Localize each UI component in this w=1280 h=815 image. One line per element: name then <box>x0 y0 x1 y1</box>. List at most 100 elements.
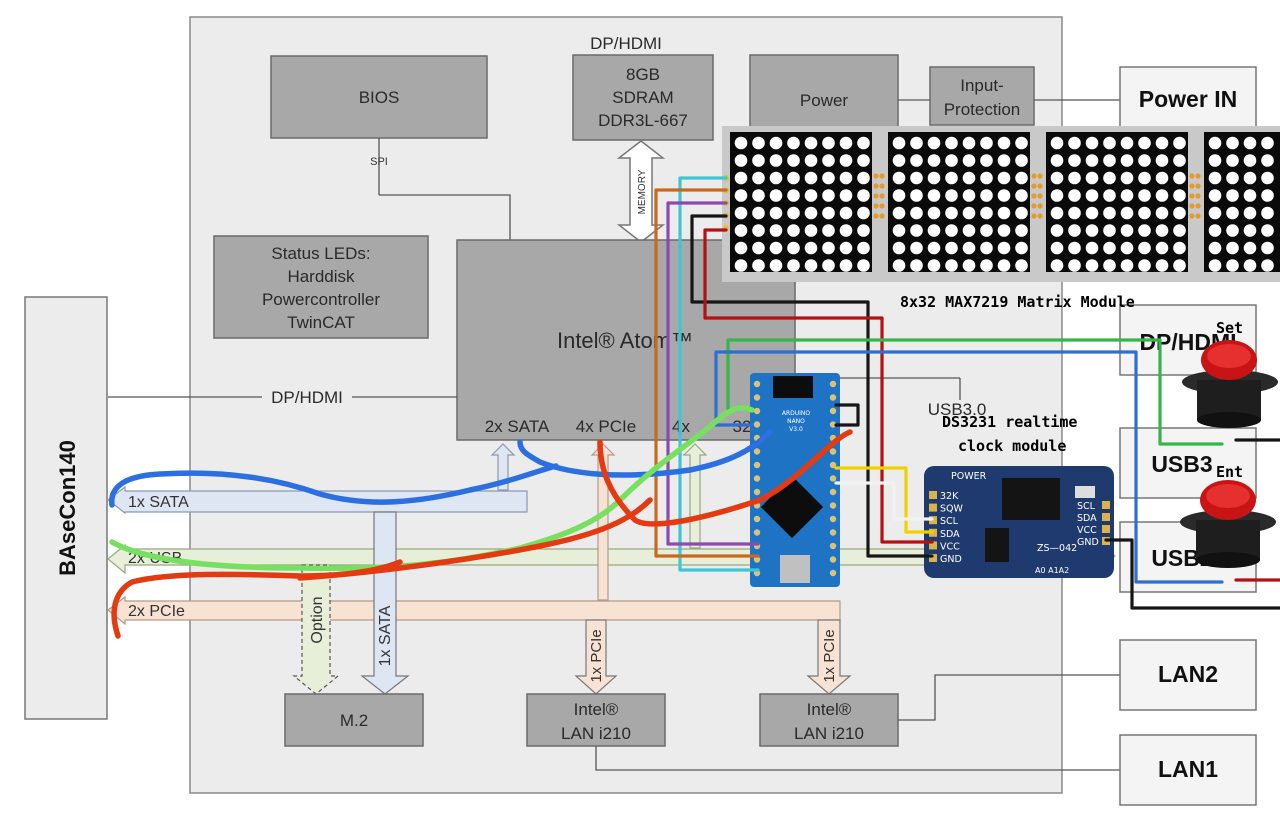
matrix-pin <box>873 193 879 199</box>
matrix-wires <box>654 176 934 572</box>
memory-label: MEMORY <box>637 169 648 214</box>
nano-pin <box>829 502 837 509</box>
led-dot <box>1226 259 1239 272</box>
matrix-annotation: 8x32 MAX7219 Matrix Module <box>900 293 1135 311</box>
led-dot <box>927 241 941 255</box>
rtc-addr-label: A0 A1A2 <box>1035 566 1069 575</box>
rtc-pin-label: SCL <box>1077 501 1096 512</box>
matrix-pin <box>1031 173 1037 179</box>
led-dot <box>857 241 870 255</box>
led-dot <box>927 206 941 220</box>
led-dot <box>839 154 853 167</box>
led-dot <box>1155 171 1169 185</box>
led-dot <box>787 206 800 220</box>
wire-blue-ent <box>714 350 1224 584</box>
led-dot <box>962 241 976 255</box>
wire-yellow <box>834 466 934 534</box>
led-dot <box>1261 206 1274 220</box>
led-dot <box>980 136 993 150</box>
led-dot <box>1226 241 1239 255</box>
rtc-pin <box>929 503 937 512</box>
rtc-annotation-1: DS3231 realtime <box>942 413 1077 431</box>
led-dot <box>769 224 783 237</box>
led-dot <box>1085 171 1099 185</box>
led-dot <box>1068 189 1081 202</box>
matrix-pin <box>1031 213 1037 219</box>
matrix-pin <box>879 173 885 179</box>
matrix-pin <box>1037 173 1043 179</box>
led-dot <box>980 189 993 202</box>
nano-pin <box>753 475 761 482</box>
led-dot <box>804 241 818 255</box>
bios-block <box>270 55 488 139</box>
wire-purple <box>666 201 760 546</box>
led-dot <box>1120 259 1134 272</box>
matrix-pin <box>873 213 879 219</box>
led-dot <box>927 154 941 167</box>
rtc-pin <box>929 554 937 562</box>
led-dot <box>1068 171 1081 185</box>
led-dot <box>892 171 906 185</box>
hand-stroke-red <box>111 429 853 639</box>
set-button[interactable] <box>1182 340 1278 428</box>
nano-pin <box>829 475 837 482</box>
led-dot <box>734 189 748 202</box>
nano-pin <box>829 448 837 455</box>
lan1-label: LAN1 <box>1158 756 1218 782</box>
led-dot <box>1120 171 1134 185</box>
ram-block <box>572 54 714 141</box>
led-dot <box>980 224 993 237</box>
led-dot <box>997 259 1011 272</box>
led-dot <box>1138 259 1151 272</box>
rtc-power-label: POWER <box>951 471 987 482</box>
sata-vertical-label: 1x SATA <box>377 605 394 666</box>
nano-pin <box>829 394 837 401</box>
rtc-pin-label: VCC <box>940 541 960 552</box>
led-dot <box>857 154 870 167</box>
power-block <box>749 54 899 141</box>
led-dot <box>980 206 993 220</box>
led-dot <box>927 136 941 150</box>
ent-button[interactable] <box>1180 480 1276 568</box>
nano-pin <box>829 542 837 550</box>
ent-button-label: Ent <box>1216 463 1243 481</box>
matrix-pin <box>879 193 885 199</box>
rtc-pin-label: SDA <box>940 529 960 540</box>
led-dot <box>945 189 958 202</box>
led-dot <box>1173 136 1186 150</box>
led-dot <box>962 206 976 220</box>
led-dot <box>734 154 748 167</box>
led-dot <box>1120 136 1134 150</box>
matrix-pin <box>1195 173 1201 179</box>
nano-pin <box>829 488 837 496</box>
led-dot <box>839 259 853 272</box>
led-dot <box>1050 136 1064 150</box>
led-dot <box>1243 154 1257 167</box>
led-dot <box>1138 206 1151 220</box>
led-dot <box>1103 154 1116 167</box>
matrix-pin <box>1189 173 1195 179</box>
rtc-pin-label: GND <box>940 554 962 565</box>
cpu-label: Intel® Atom™ <box>557 328 693 353</box>
matrix-pin <box>873 183 879 189</box>
led-dot <box>945 259 958 272</box>
matrix-pin <box>879 183 885 189</box>
led-dot <box>910 154 923 167</box>
led-dot <box>752 154 765 167</box>
led-dot <box>945 224 958 237</box>
led-dot <box>1243 224 1257 237</box>
led-dot <box>997 206 1011 220</box>
led-dot <box>1120 224 1134 237</box>
led-dot <box>910 241 923 255</box>
led-dot <box>1085 136 1099 150</box>
led-dot <box>1068 224 1081 237</box>
led-dot <box>1120 189 1134 202</box>
nano-pin <box>753 448 761 455</box>
led-dot <box>1050 206 1064 220</box>
led-dot <box>857 224 870 237</box>
pcie-down-arrow-1 <box>574 619 618 695</box>
led-dot <box>857 259 870 272</box>
led-dot <box>1085 241 1099 255</box>
led-dot <box>1208 224 1222 237</box>
lan-chip-2-line-2: LAN i210 <box>794 724 864 743</box>
